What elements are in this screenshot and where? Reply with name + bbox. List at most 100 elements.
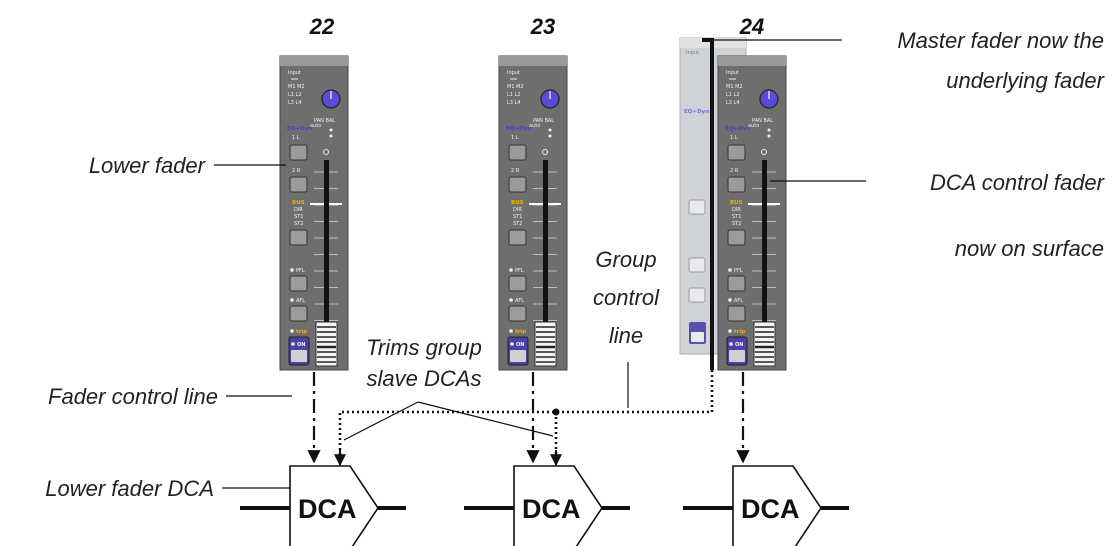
strip-sel2-label: 2 R: [292, 168, 301, 174]
dca-label: DCA: [741, 494, 800, 524]
sel2-button[interactable]: [727, 176, 746, 193]
strip-st1-label: ST1: [732, 214, 741, 220]
pfl-button[interactable]: [289, 275, 308, 292]
strip-trip-label: trip: [515, 329, 526, 335]
dca-block-22: DCA: [240, 465, 406, 546]
strip-pfl-label: PFL: [515, 268, 524, 274]
dca-control-label-line2: now on surface: [955, 236, 1104, 261]
sel2-button[interactable]: [508, 176, 527, 193]
channel-number-24: 24: [739, 14, 764, 39]
strip-l1l2-label: L1 L2: [726, 92, 740, 98]
strip-panbal-label: PAN BAL: [314, 118, 335, 124]
sel1-button[interactable]: [727, 144, 746, 161]
dca-label: DCA: [522, 494, 581, 524]
strip-st2-label: ST2: [513, 221, 522, 227]
strip-on-label: ON: [297, 342, 305, 348]
strip-l3l4-label: L3 L4: [288, 100, 302, 106]
group-control-label-line2: control: [593, 285, 660, 310]
strip-sel2-label: 2 R: [511, 168, 520, 174]
fader-slot: [543, 160, 548, 340]
pfl-button[interactable]: [508, 275, 527, 292]
strip-trip-label: trip: [734, 329, 745, 335]
fader-control-line-label: Fader control line: [48, 384, 218, 409]
strip-l3l4-label: L3 L4: [507, 100, 521, 106]
strip-auto-label: auto: [310, 123, 321, 129]
sel1-button[interactable]: [508, 144, 527, 161]
strip-l1l2-label: L1 L2: [507, 92, 521, 98]
group-control-label-line1: Group: [595, 247, 656, 272]
lower-fader-dca-label: Lower fader DCA: [45, 476, 214, 501]
svg-text:Input: Input: [686, 50, 699, 56]
bus-button[interactable]: [508, 229, 527, 246]
sel1-button[interactable]: [289, 144, 308, 161]
pfl-button[interactable]: [727, 275, 746, 292]
afl-button[interactable]: [508, 305, 527, 322]
strip-input-label: Input: [507, 70, 520, 76]
strip-eqdyn-label: EQ+Dyn: [287, 126, 312, 132]
trims-group-label-line1: Trims group: [366, 335, 482, 360]
fader-slot: [324, 160, 329, 340]
fader-control-lines: [307, 372, 750, 464]
strip-sel1-label: 1 L: [292, 135, 300, 141]
strip-auto-label: auto: [748, 123, 759, 129]
trims-group-pointers: [343, 401, 554, 441]
channel-number-23: 23: [530, 14, 555, 39]
dca-label: DCA: [298, 494, 357, 524]
lower-fader-label: Lower fader: [89, 153, 207, 178]
group-control-line: [334, 370, 714, 467]
strip-trip-label: trip: [296, 329, 307, 335]
strip-panbal-label: PAN BAL: [752, 118, 773, 124]
dca-block-24: DCA: [683, 465, 849, 546]
strip-auto-label: auto: [529, 123, 540, 129]
dca-block-23: DCA: [464, 465, 630, 546]
strip-st2-label: ST2: [294, 221, 303, 227]
strip-dir-label: DIR: [732, 207, 741, 213]
bus-button[interactable]: [727, 229, 746, 246]
dca-control-label-line1: DCA control fader: [930, 170, 1106, 195]
fader-cap[interactable]: [315, 321, 338, 367]
strip-afl-label: AFL: [296, 298, 305, 304]
strip-mix-label: M1 M2: [288, 84, 305, 90]
strip-st1-label: ST1: [294, 214, 303, 220]
strip-l1l2-label: L1 L2: [288, 92, 302, 98]
fader-cap[interactable]: [753, 321, 776, 367]
channel-number-22: 22: [309, 14, 335, 39]
master-fader-label-line1: Master fader now the: [897, 28, 1104, 53]
strip-eqdyn-label: EQ+Dyn: [725, 126, 750, 132]
strip-mix-label: M1 M2: [507, 84, 524, 90]
trims-group-label-line2: slave DCAs: [367, 366, 482, 391]
strip-bus-label: BUS: [730, 200, 743, 206]
strip-afl-label: AFL: [515, 298, 524, 304]
afl-button[interactable]: [289, 305, 308, 322]
master-fader-label-line2: underlying fader: [946, 68, 1105, 93]
strip-on-label: ON: [516, 342, 524, 348]
group-control-label-line3: line: [609, 323, 643, 348]
strip-bus-label: BUS: [292, 200, 305, 206]
strip-sel2-label: 2 R: [730, 168, 739, 174]
fader-cap[interactable]: [534, 321, 557, 367]
sel2-button[interactable]: [289, 176, 308, 193]
strip-st1-label: ST1: [513, 214, 522, 220]
strip-input-label: Input: [726, 70, 739, 76]
strip-pfl-label: PFL: [296, 268, 305, 274]
svg-text:EQ+Dyn: EQ+Dyn: [684, 109, 709, 115]
strip-panbal-label: PAN BAL: [533, 118, 554, 124]
strip-l3l4-label: L3 L4: [726, 100, 740, 106]
strip-dir-label: DIR: [294, 207, 303, 213]
strip-st2-label: ST2: [732, 221, 741, 227]
strip-on-label: ON: [735, 342, 743, 348]
bus-button[interactable]: [289, 229, 308, 246]
strip-dir-label: DIR: [513, 207, 522, 213]
strip-input-label: Input: [288, 70, 301, 76]
afl-button[interactable]: [727, 305, 746, 322]
fader-slot: [762, 160, 767, 340]
strip-eqdyn-label: EQ+Dyn: [506, 126, 531, 132]
strip-afl-label: AFL: [734, 298, 743, 304]
strip-mix-label: M1 M2: [726, 84, 743, 90]
strip-sel1-label: 1 L: [511, 135, 519, 141]
strip-sel1-label: 1 L: [730, 135, 738, 141]
